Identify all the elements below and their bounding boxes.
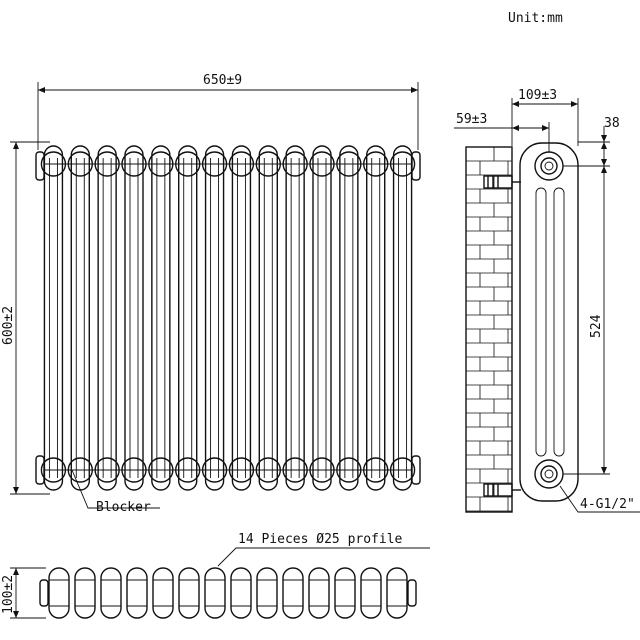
depth-label: 109±3 <box>518 88 557 103</box>
front-column <box>67 145 93 491</box>
front-column <box>228 145 255 491</box>
plan-column <box>204 567 226 619</box>
plan-column-profile <box>230 567 252 619</box>
plan-columns <box>39 567 417 619</box>
plan-column-profile <box>152 567 174 619</box>
units-label: Unit:mm <box>508 11 563 26</box>
plan-column <box>74 567 96 619</box>
column-tube <box>70 145 90 491</box>
column-tube <box>97 145 117 491</box>
wall-bricks <box>466 147 512 512</box>
column-tube <box>231 145 252 491</box>
front-column <box>363 145 389 491</box>
front-column <box>201 145 228 491</box>
plan-column-profile <box>308 567 330 619</box>
column-tube <box>258 145 278 491</box>
front-column <box>309 145 335 491</box>
connections-label: 4-G1/2" <box>580 497 635 512</box>
bottom-connection-inner <box>540 465 558 483</box>
bottom-connection-outer <box>534 459 564 489</box>
offset-label: 38 <box>604 116 620 131</box>
left-bottom-plug <box>35 455 45 485</box>
top-connection-core <box>544 161 554 171</box>
plan-column <box>152 567 174 619</box>
plan-column-profile <box>334 567 356 619</box>
height-label: 600±2 <box>1 306 16 345</box>
right-bottom-plug <box>411 455 421 485</box>
plan-right-plug <box>407 579 417 607</box>
blocker-leader <box>71 469 160 509</box>
top-connection-inner <box>540 157 558 175</box>
front-view: 650±9 600±2 Blocker <box>1 73 421 515</box>
top-bracket <box>483 175 521 189</box>
column-tube <box>124 145 144 491</box>
wall-gap-label: 59±3 <box>456 112 487 127</box>
plan-column-profile <box>256 567 278 619</box>
radiator-side-body <box>519 142 579 502</box>
column-tube <box>392 145 413 491</box>
plan-column <box>178 567 200 619</box>
profile-label: 14 Pieces Ø25 profile <box>238 532 403 547</box>
top-connection-outer <box>534 151 564 181</box>
blocker-label: Blocker <box>96 500 151 515</box>
plan-column <box>386 567 408 619</box>
plan-column-profile <box>204 567 226 619</box>
column-tube <box>366 145 386 491</box>
plan-column <box>256 567 278 619</box>
connections-leader <box>559 485 640 513</box>
column-tube <box>204 145 225 491</box>
plan-column <box>360 567 382 619</box>
plan-left-plug <box>39 579 49 607</box>
plan-view: 14 Pieces Ø25 profile 100±2 <box>1 532 430 619</box>
plan-column-profile <box>386 567 408 619</box>
plan-column-profile <box>282 567 304 619</box>
tube-slot-2 <box>553 187 565 457</box>
plan-column <box>334 567 356 619</box>
centres-label: 524 <box>589 314 604 338</box>
profile-leader <box>217 547 430 567</box>
column-tube <box>312 145 332 491</box>
plan-column <box>100 567 122 619</box>
plan-column-profile <box>126 567 148 619</box>
wall <box>465 146 513 513</box>
plan-column <box>230 567 252 619</box>
column-tube <box>151 145 171 491</box>
front-column <box>40 145 67 491</box>
front-columns <box>35 145 421 491</box>
plan-column-profile <box>74 567 96 619</box>
column-tube <box>43 145 64 491</box>
front-column <box>94 145 120 491</box>
plan-column <box>282 567 304 619</box>
plan-column <box>48 567 70 619</box>
plan-column-profile <box>100 567 122 619</box>
column-tube <box>285 145 305 491</box>
right-top-plug <box>411 151 421 181</box>
front-column <box>175 145 201 491</box>
bottom-connection-core <box>544 469 554 479</box>
plan-column-profile <box>48 567 70 619</box>
tube-slot-1 <box>535 187 547 457</box>
front-column <box>282 145 308 491</box>
column-tube <box>339 145 359 491</box>
front-column <box>389 145 416 491</box>
plan-column-profile <box>360 567 382 619</box>
plan-depth-label: 100±2 <box>1 575 16 614</box>
bottom-bracket <box>483 483 521 497</box>
left-top-plug <box>35 151 45 181</box>
front-column <box>336 145 362 491</box>
front-column <box>255 145 281 491</box>
plan-column <box>126 567 148 619</box>
width-label: 650±9 <box>203 73 242 88</box>
front-column <box>148 145 174 491</box>
plan-column <box>308 567 330 619</box>
plan-column-profile <box>178 567 200 619</box>
column-tube <box>178 145 198 491</box>
front-column <box>121 145 147 491</box>
side-view: 109±3 59±3 38 524 4-G1/2" <box>454 88 640 513</box>
